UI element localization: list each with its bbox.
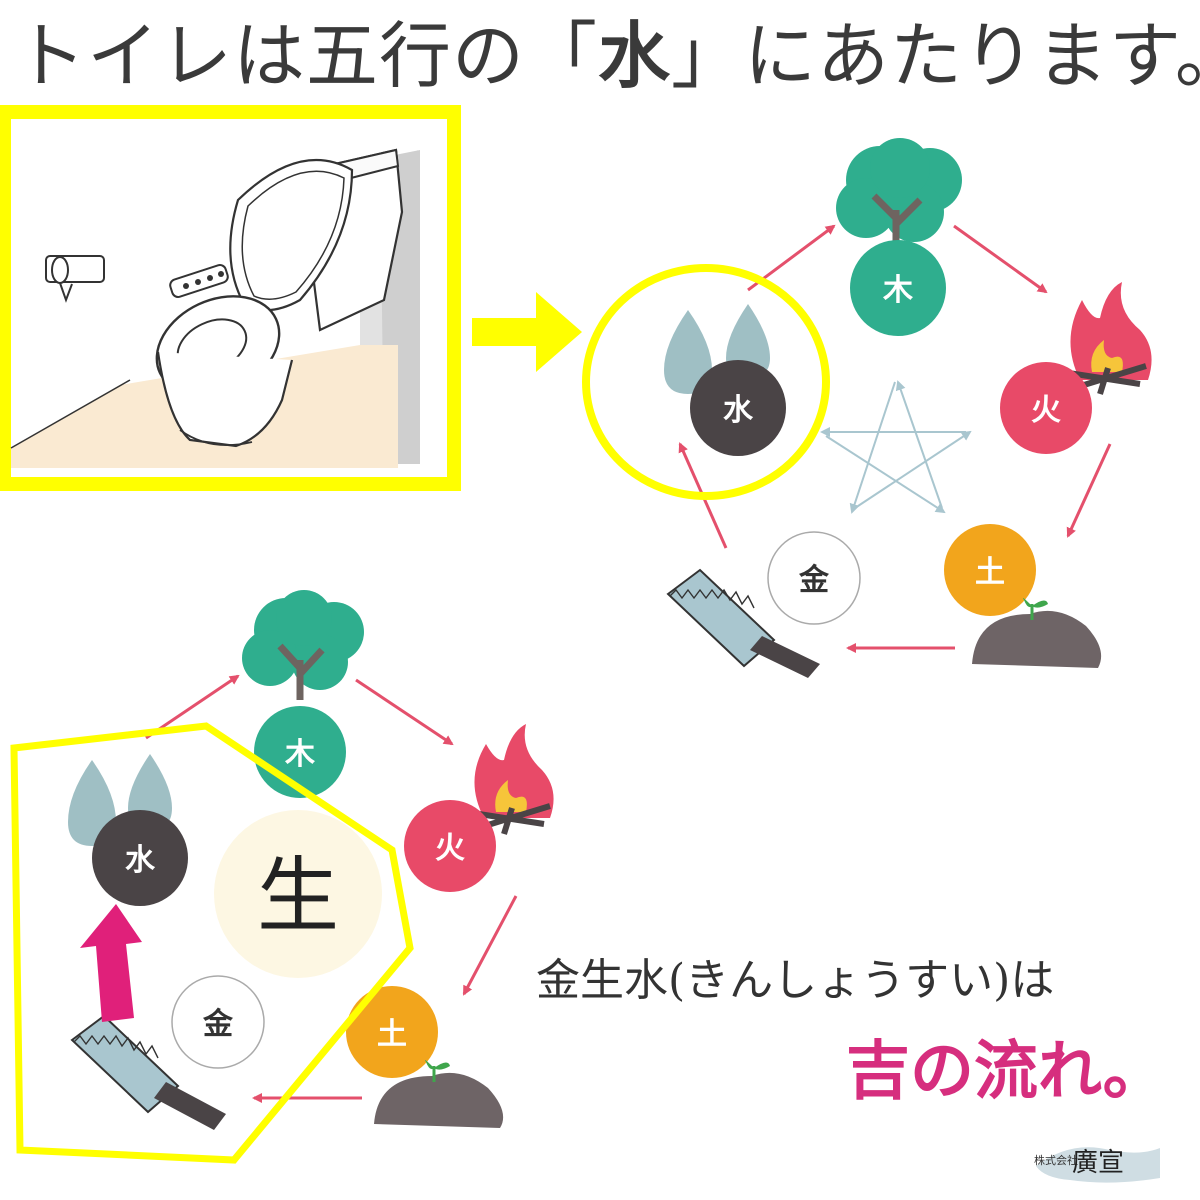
company-logo-name: 廣宣 [1072,1148,1125,1178]
caption-line-2: 吉の流れ。 [846,1034,1167,1109]
fire-element-circle [1000,362,1092,454]
earth-label-2: 土 [377,1017,407,1052]
center-circle [214,810,382,978]
arrow-wood-to-fire [953,224,1048,294]
fire-element-circle-2 [404,800,496,892]
tree-icon-2 [242,590,364,700]
metal-to-water-flow-arrow [80,904,142,1022]
metal-label: 金 [798,563,830,598]
yellow-pointer-arrow [472,292,582,372]
toilet-illustration [0,105,461,491]
metal-label-2: 金 [202,1007,234,1042]
water-element-circle [690,360,786,456]
tree-icon [836,138,962,248]
saw-icon [666,568,820,678]
fire-label: 火 [1031,393,1061,428]
arrow-fire-to-earth [1066,443,1112,538]
arrow-fire-to-earth-2 [462,895,518,996]
water-highlight-ring [582,264,830,500]
metal-element-circle [767,531,861,625]
saw-icon-2 [70,1014,226,1130]
wood-label-2: 木 [284,737,315,772]
center-label: 生 [257,849,339,944]
arrow-wood-to-fire-2 [355,678,454,746]
control-cycle-star [820,380,972,514]
earth-element-circle-2 [346,986,438,1078]
water-element-circle-2 [92,810,188,906]
fire-label-2: 火 [435,831,465,866]
soil-mound-icon [972,598,1102,668]
soil-mound-icon-2 [374,1060,504,1128]
company-logo-small-text: 株式会社 [1034,1154,1078,1167]
metal-water-highlight [10,722,414,1164]
headline: トイレは五行の「水」にあたります。 [14,13,1200,98]
water-label-2: 水 [125,843,156,878]
water-drops-icon [664,304,770,394]
earth-element-circle [944,524,1036,616]
earth-label: 土 [975,555,1005,590]
wood-element-circle [850,240,946,336]
five-elements-cycle-bottom: 生 [10,590,554,1164]
headline-emphasis: 水 [598,13,672,98]
caption-line-1: 金生水(きんしょうすい)は [536,955,1055,1006]
five-elements-cycle-top: 木 火 土 金 水 [582,138,1152,678]
company-logo-brush [1036,1147,1160,1183]
water-label: 水 [723,393,754,428]
paper-holder-icon [45,255,105,303]
wood-label: 木 [882,273,913,308]
metal-element-circle-2 [171,975,265,1069]
